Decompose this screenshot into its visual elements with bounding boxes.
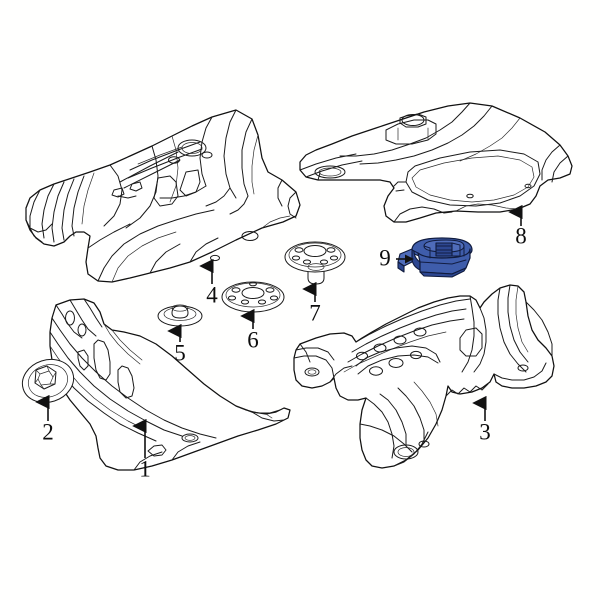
callout-4-label: 4 <box>206 282 218 307</box>
callout-3-label: 3 <box>479 419 491 444</box>
callout-9: 9 <box>379 245 414 270</box>
callout-6-label: 6 <box>247 327 259 352</box>
part-7-push-pin-retainer-with-stem <box>284 241 346 285</box>
part-2-hex-bolt-with-washer <box>21 358 75 404</box>
callout-leaders: 1 2 3 4 5 6 7 <box>35 204 527 481</box>
part-5-retainer-washer-small <box>157 304 203 327</box>
callout-6: 6 <box>240 308 259 352</box>
part-8-rear-floor-pan-heat-shield <box>299 102 573 223</box>
part-4-center-tunnel-floor-heat-shield <box>25 109 301 283</box>
part-3-rear-tunnel-heat-shield <box>293 284 555 469</box>
part-9-heat-shield-grommet-insulator <box>397 237 473 278</box>
callout-4: 4 <box>199 258 218 307</box>
callout-1: 1 <box>132 418 151 481</box>
callout-7-label: 7 <box>309 300 321 325</box>
callout-5: 5 <box>167 323 186 365</box>
callout-8-label: 8 <box>515 223 527 248</box>
callout-2: 2 <box>35 394 54 444</box>
callout-2-label: 2 <box>42 419 54 444</box>
part-6-perforated-disc-retainer <box>221 281 285 313</box>
callout-8: 8 <box>508 204 527 248</box>
callout-3: 3 <box>472 395 491 444</box>
callout-7: 7 <box>302 281 321 325</box>
callout-5-label: 5 <box>174 340 186 365</box>
callout-9-label: 9 <box>379 245 391 270</box>
callout-1-label: 1 <box>139 456 151 481</box>
